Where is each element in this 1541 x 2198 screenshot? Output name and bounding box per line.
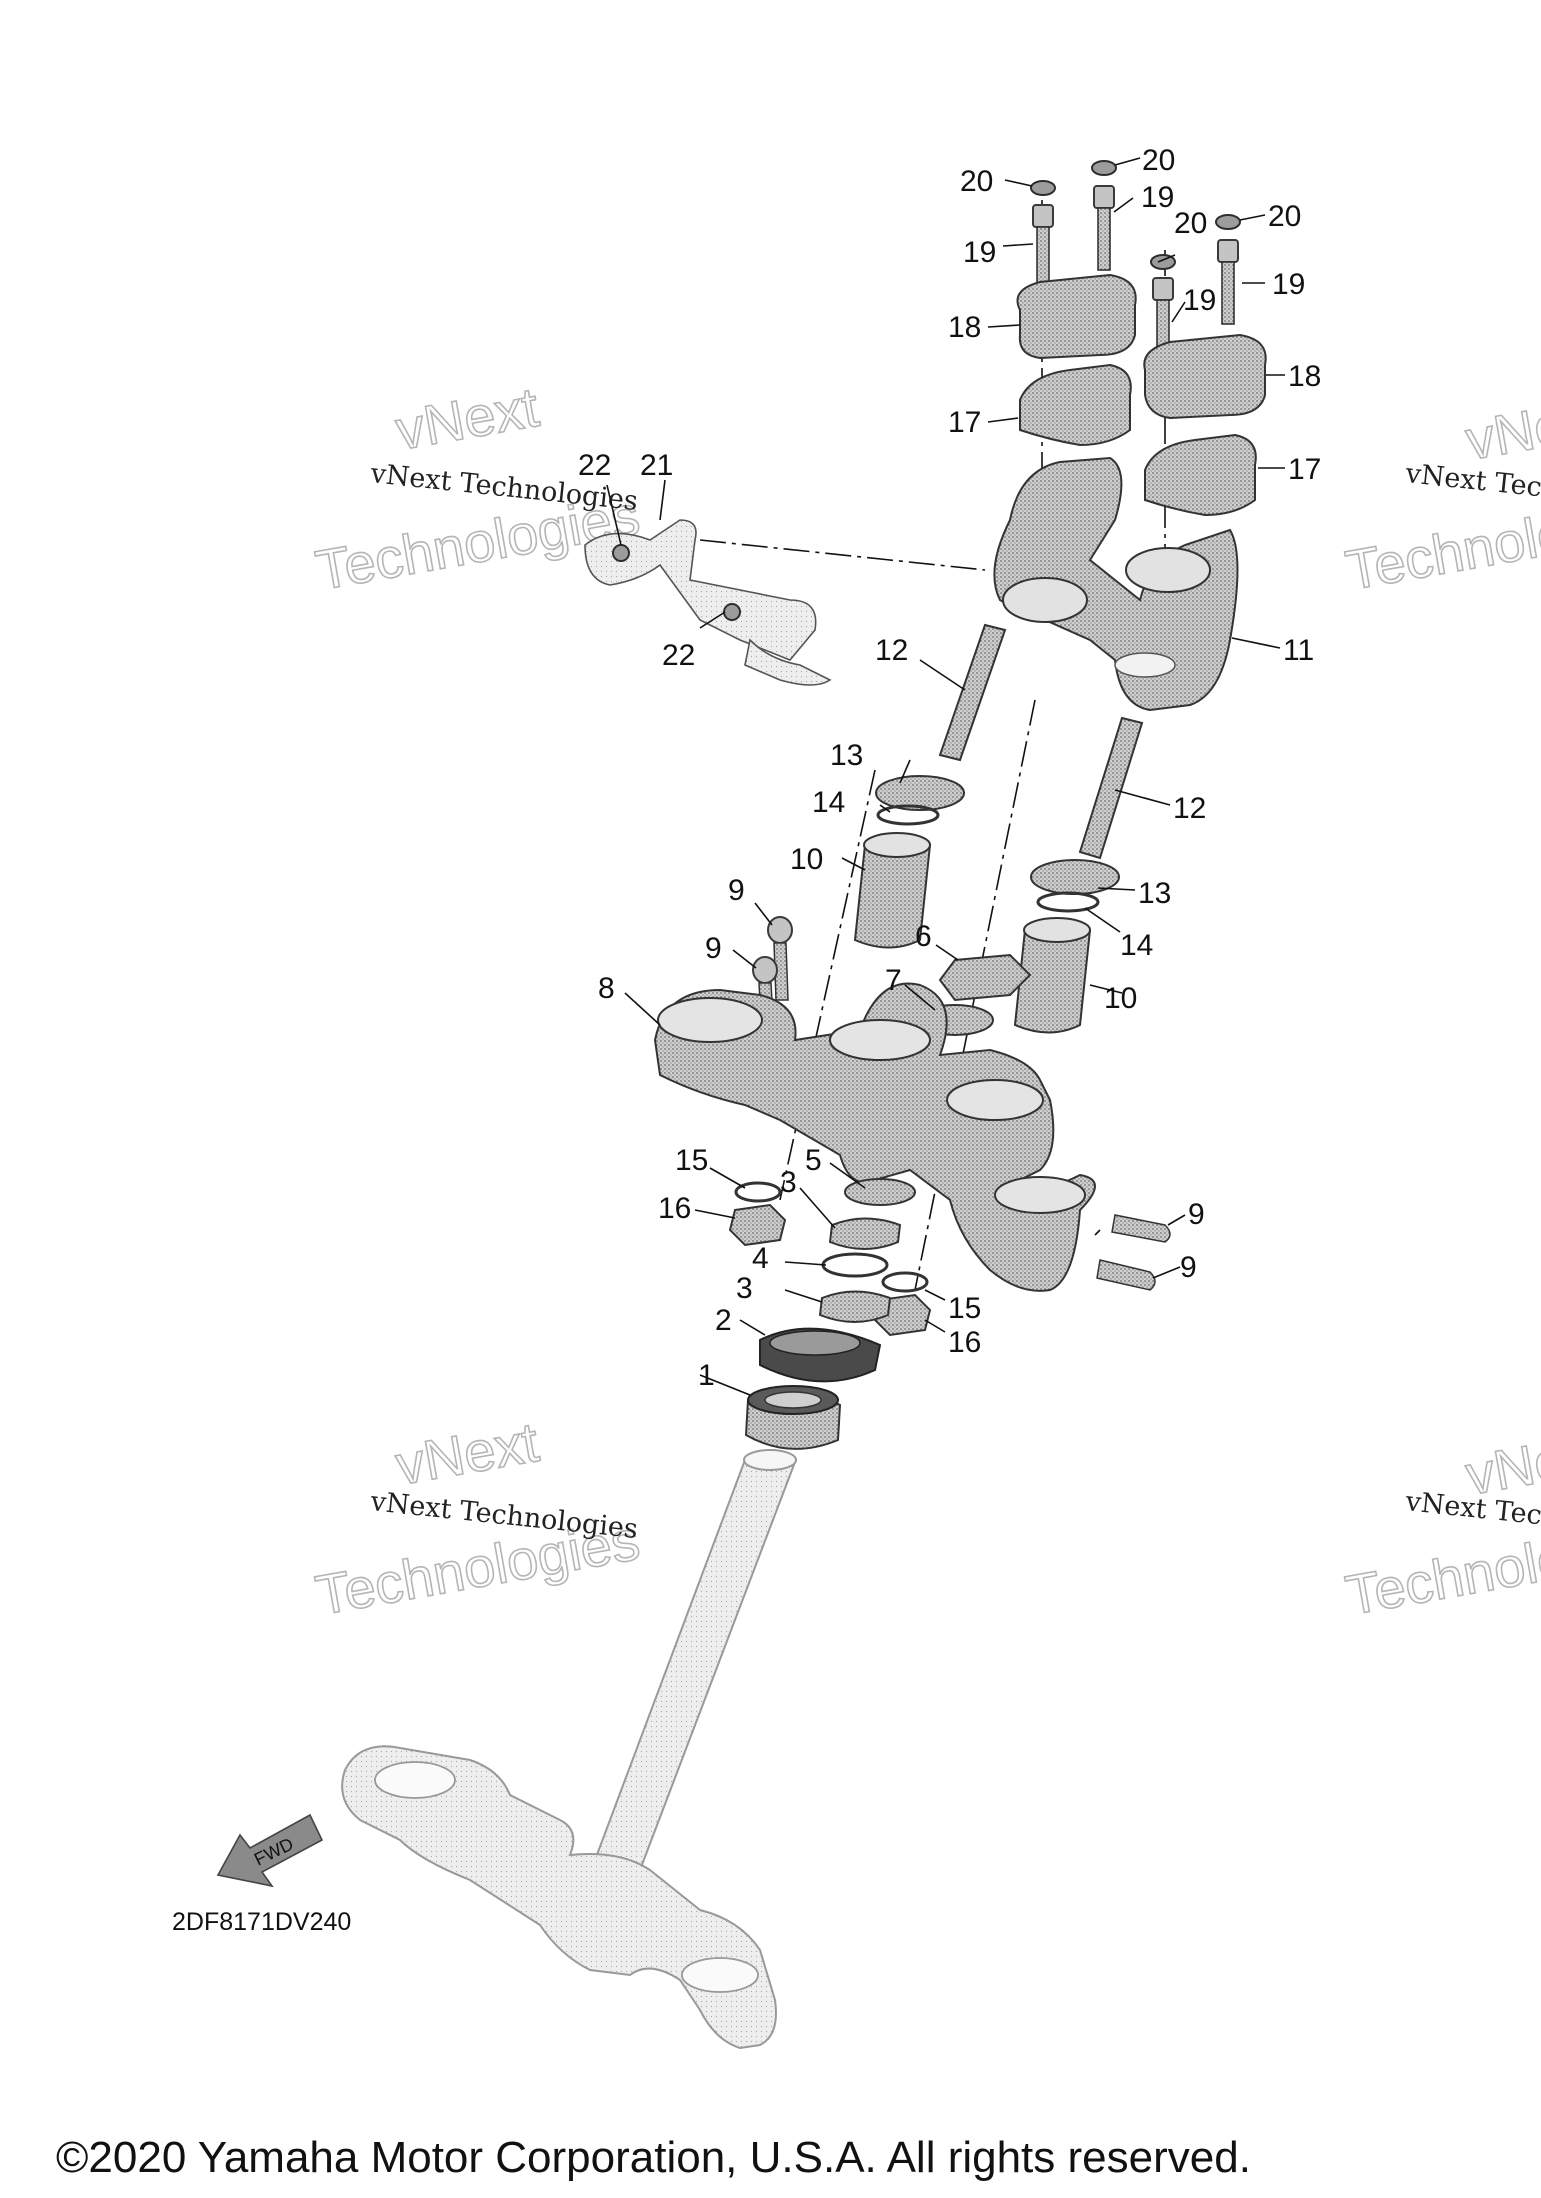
watermark-outline-vnext: vNext [391,1410,543,1497]
part-14-rings [876,804,1100,913]
bolt-19-b [1093,185,1115,271]
callout-16: 16 [658,1192,691,1225]
callout-16: 16 [948,1326,981,1359]
callout-15: 15 [948,1292,981,1325]
cap-20-a [1030,180,1056,196]
bolt-9-d [1096,1259,1156,1291]
callout-13: 13 [830,739,863,772]
watermark-outline-technologies: Technologies [1341,483,1541,602]
part-10-collars [853,832,1092,1034]
part-5-washer [844,1178,916,1206]
part-13-washers [875,775,1120,895]
fwd-arrow-icon: FWD [216,1813,324,1888]
ring-nut-3-a [828,1217,902,1250]
callout-17: 17 [1288,453,1321,486]
callout-14: 14 [1120,929,1153,962]
callout-9: 9 [705,932,722,965]
cap-20-c [1150,254,1176,270]
cap-20-b [1091,160,1117,176]
callout-10: 10 [790,843,823,876]
callout-labels: 20 20 20 20 19 19 19 19 18 18 17 17 11 1… [578,144,1321,1392]
part-11-upper-bracket [993,456,1239,712]
callout-14: 14 [812,786,845,819]
part-8-upper-triple-clamp [653,982,1096,1292]
shaft-12-left [938,623,1007,762]
part-6-nut [938,953,1032,1002]
screw-22-b [723,603,741,621]
part-15-washers [734,1181,929,1293]
watermark-outline-vnext: vNext [1461,385,1541,472]
holder-17-right [1144,433,1257,517]
part-20-caps [1030,160,1241,270]
callout-9: 9 [1188,1198,1205,1231]
part-12-shafts [938,623,1144,860]
callout-22: 22 [662,639,695,672]
bolt-19-a [1032,204,1054,288]
bolt-9-c [1111,1214,1171,1243]
callout-20: 20 [1268,200,1301,233]
watermark-outline-vnext: vNext [391,375,543,462]
callout-5: 5 [805,1144,822,1177]
callout-15: 15 [675,1144,708,1177]
callout-13: 13 [1138,877,1171,910]
callout-20: 20 [1174,207,1207,240]
callout-19: 19 [963,236,996,269]
ring-nut-3-b [818,1290,892,1323]
screw-22-a [612,544,630,562]
callout-6: 6 [915,920,932,953]
part-4-washer [821,1252,889,1278]
callout-10: 10 [1104,982,1137,1015]
holder-17-left [1019,363,1132,447]
callout-22: 22 [578,449,611,482]
diagram-code: 2DF8171DV240 [172,1908,351,1936]
copyright-notice: ©2020 Yamaha Motor Corporation, U.S.A. A… [56,2133,1251,2182]
watermark-bottom-right: vNext Technologies vNext Technologies [1340,1419,1541,1628]
callout-19: 19 [1183,284,1216,317]
washer-15-b [881,1271,929,1293]
callout-9: 9 [1180,1251,1197,1284]
part-3-ring-nuts [818,1217,902,1323]
bolt-19-d [1217,239,1239,325]
callout-20: 20 [1142,144,1175,177]
watermark-top-right: vNext Technologies vNext Technologies [1340,384,1541,603]
clamp-18-left [1016,273,1137,360]
callout-18: 18 [948,311,981,344]
part-17-holders [1019,363,1257,517]
ring-14-right [1036,891,1100,913]
cap-20-d [1215,214,1241,230]
ring-14-left [876,804,940,826]
callout-2: 2 [715,1304,732,1337]
steering-stem-lower-bracket [341,1449,797,2050]
washer-13-left [875,775,965,811]
callout-9: 9 [728,874,745,907]
callout-4: 4 [752,1242,769,1275]
callout-19: 19 [1141,181,1174,214]
clamp-18-right [1143,333,1267,420]
bolt-9-a [767,916,793,1001]
callout-12: 12 [1173,792,1206,825]
callout-17: 17 [948,406,981,439]
lower-bracket [341,1745,777,2050]
callout-18: 18 [1288,360,1321,393]
callout-7: 7 [885,964,902,997]
callout-19: 19 [1272,268,1305,301]
leader-lines [606,157,1285,1396]
callout-1: 1 [698,1359,715,1392]
callout-11: 11 [1283,634,1314,667]
callout-20: 20 [960,165,993,198]
watermark-bottom-left: vNext Technologies vNext Technologies [310,1409,644,1628]
callout-12: 12 [875,634,908,667]
nut-16-a [728,1203,787,1247]
callout-3: 3 [736,1272,753,1305]
callout-21: 21 [640,449,673,482]
part-21-cable-bracket [584,519,832,686]
washer-15-a [734,1181,782,1203]
part-1-bearing [744,1385,842,1450]
part-18-upper-clamps [1016,273,1267,420]
callout-3: 3 [780,1166,797,1199]
callout-8: 8 [598,972,615,1005]
shaft-12-right [1078,716,1144,860]
